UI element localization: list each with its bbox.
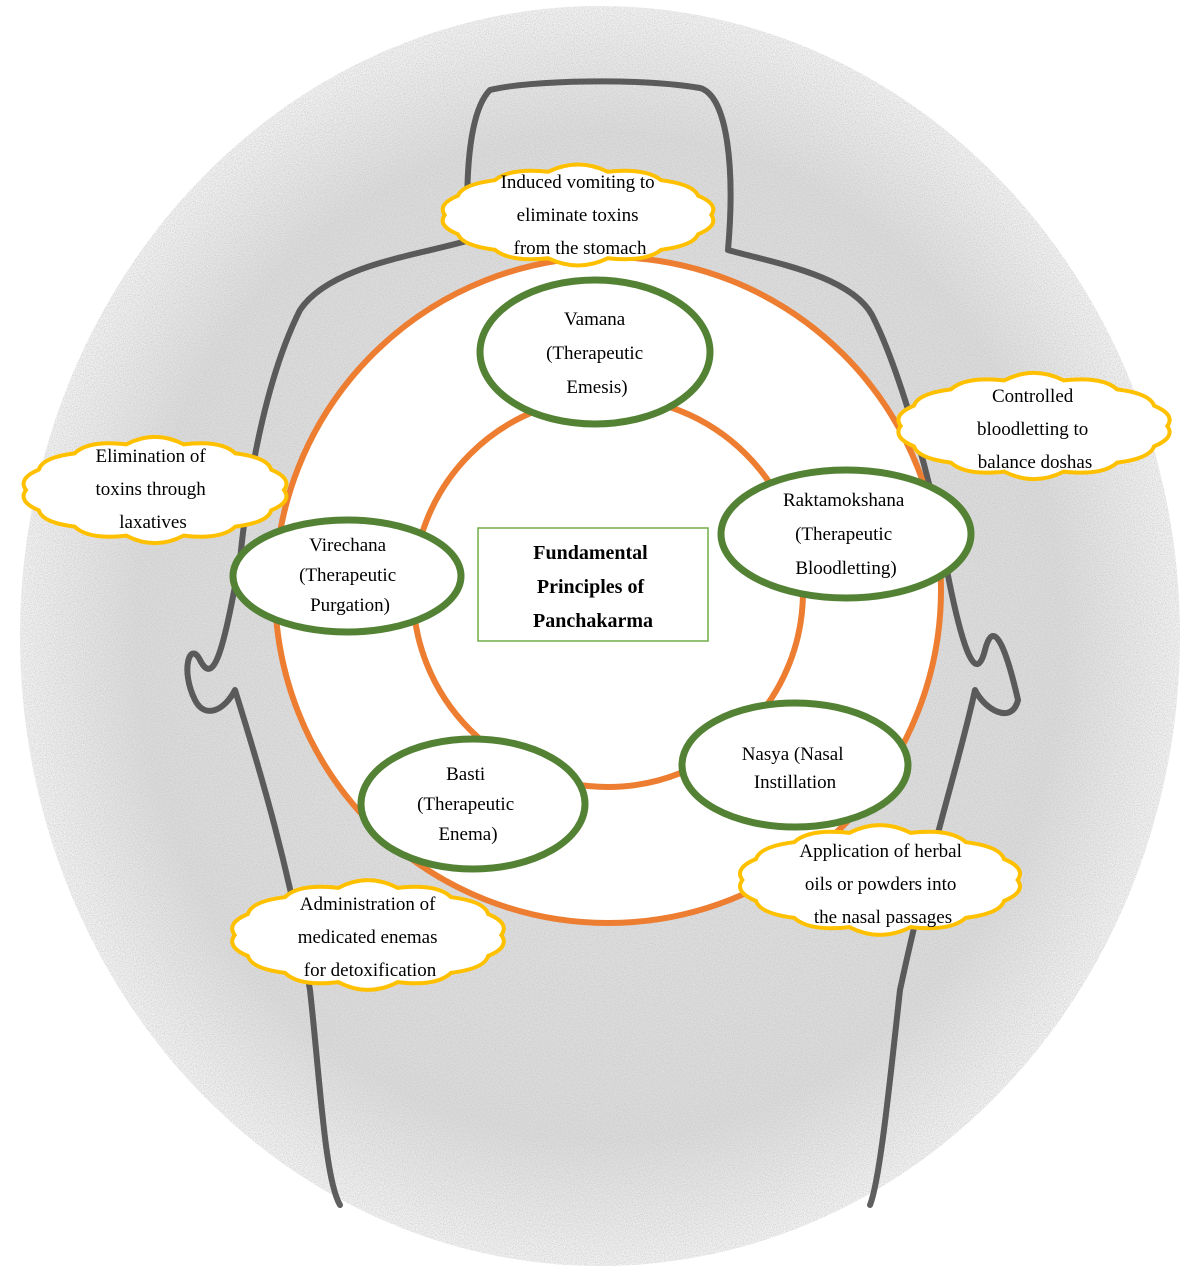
cloud-basti-text: Administration of medicated enemas for d… bbox=[298, 894, 443, 981]
center-title-line-2: Principles of bbox=[537, 576, 645, 598]
cloud-raktamokshana: Controlled bloodletting to balance dosha… bbox=[896, 370, 1172, 482]
therapy-nasya: Nasya (Nasal Instillation bbox=[678, 699, 912, 831]
therapy-basti: Basti (Therapeutic Enema) bbox=[357, 735, 589, 873]
cloud-vamana-line-3: from the stomach bbox=[514, 238, 647, 259]
cloud-raktamokshana-line-2: bloodletting to bbox=[977, 419, 1088, 440]
center-title-line-3: Panchakarma bbox=[533, 610, 653, 632]
cloud-virechana: Elimination of toxins through laxatives bbox=[21, 434, 289, 546]
cloud-vamana-text: Induced vomiting to eliminate toxins fro… bbox=[501, 172, 660, 259]
cloud-basti-line-2: medicated enemas bbox=[298, 927, 438, 948]
therapy-vamana-ellipse bbox=[476, 276, 714, 428]
cloud-basti-shape bbox=[230, 878, 506, 992]
cloud-virechana-line-3: laxatives bbox=[119, 512, 187, 533]
therapy-nasya-line-2: Instillation bbox=[754, 772, 837, 793]
therapy-nasya-line-1: Nasya (Nasal bbox=[742, 744, 844, 765]
therapy-virechana-line-1: Virechana bbox=[309, 535, 386, 556]
therapy-basti-line-3: Enema) bbox=[438, 824, 497, 845]
cloud-virechana-line-1: Elimination of bbox=[95, 446, 206, 467]
cloud-vamana-shape bbox=[440, 162, 716, 268]
therapy-vamana-line-2: (Therapeutic bbox=[546, 343, 643, 364]
cloud-nasya-line-1: Application of herbal bbox=[799, 841, 962, 862]
cloud-nasya-line-2: oils or powders into bbox=[805, 874, 956, 895]
cloud-basti: Administration of medicated enemas for d… bbox=[230, 878, 506, 992]
therapy-raktamokshana: Raktamokshana (Therapeutic Bloodletting) bbox=[717, 466, 975, 602]
therapy-basti-label: Basti (Therapeutic Enema) bbox=[417, 764, 519, 845]
center-title-line-1: Fundamental bbox=[533, 542, 648, 564]
cloud-raktamokshana-shape bbox=[896, 370, 1172, 482]
cloud-nasya-line-3: the nasal passages bbox=[814, 907, 952, 928]
therapy-virechana-label: Virechana (Therapeutic Purgation) bbox=[299, 535, 401, 616]
therapy-basti-line-1: Basti bbox=[446, 764, 485, 785]
cloud-vamana: Induced vomiting to eliminate toxins fro… bbox=[440, 162, 716, 268]
cloud-virechana-shape bbox=[21, 434, 289, 546]
center-box bbox=[477, 527, 709, 642]
cloud-raktamokshana-line-1: Controlled bbox=[992, 386, 1074, 407]
therapy-basti-ellipse bbox=[357, 735, 589, 873]
therapy-basti-line-2: (Therapeutic bbox=[417, 794, 514, 815]
cloud-virechana-line-2: toxins through bbox=[95, 479, 206, 500]
therapy-vamana-line-3: Emesis) bbox=[566, 377, 627, 398]
cloud-vamana-line-1: Induced vomiting to bbox=[501, 172, 655, 193]
therapy-virechana-line-3: Purgation) bbox=[310, 595, 390, 616]
therapy-nasya-label: Nasya (Nasal Instillation bbox=[742, 744, 849, 793]
cloud-vamana-line-2: eliminate toxins bbox=[517, 205, 639, 226]
cloud-raktamokshana-line-3: balance doshas bbox=[978, 452, 1092, 473]
cloud-nasya-shape bbox=[738, 823, 1022, 937]
therapy-virechana: Virechana (Therapeutic Purgation) bbox=[229, 516, 465, 636]
therapy-nasya-ellipse bbox=[678, 699, 912, 831]
therapy-vamana: Vamana (Therapeutic Emesis) bbox=[476, 276, 714, 428]
therapy-raktamokshana-ellipse bbox=[717, 466, 975, 602]
cloud-nasya: Application of herbal oils or powders in… bbox=[738, 823, 1022, 937]
therapy-raktamokshana-line-1: Raktamokshana bbox=[783, 490, 905, 511]
therapy-vamana-label: Vamana (Therapeutic Emesis) bbox=[546, 309, 648, 398]
cloud-raktamokshana-text: Controlled bloodletting to balance dosha… bbox=[977, 386, 1093, 473]
therapy-virechana-ellipse bbox=[229, 516, 465, 636]
center-title: Fundamental Principles of Panchakarma bbox=[533, 542, 653, 632]
therapy-virechana-line-2: (Therapeutic bbox=[299, 565, 396, 586]
cloud-basti-line-1: Administration of bbox=[300, 894, 436, 915]
cloud-virechana-text: Elimination of toxins through laxatives bbox=[95, 446, 210, 533]
therapy-raktamokshana-line-3: Bloodletting) bbox=[795, 558, 896, 579]
therapy-vamana-line-1: Vamana bbox=[564, 309, 626, 330]
therapy-raktamokshana-line-2: (Therapeutic bbox=[795, 524, 892, 545]
therapy-raktamokshana-label: Raktamokshana (Therapeutic Bloodletting) bbox=[783, 490, 909, 579]
cloud-basti-line-3: for detoxification bbox=[304, 960, 437, 981]
cloud-nasya-text: Application of herbal oils or powders in… bbox=[799, 841, 966, 928]
